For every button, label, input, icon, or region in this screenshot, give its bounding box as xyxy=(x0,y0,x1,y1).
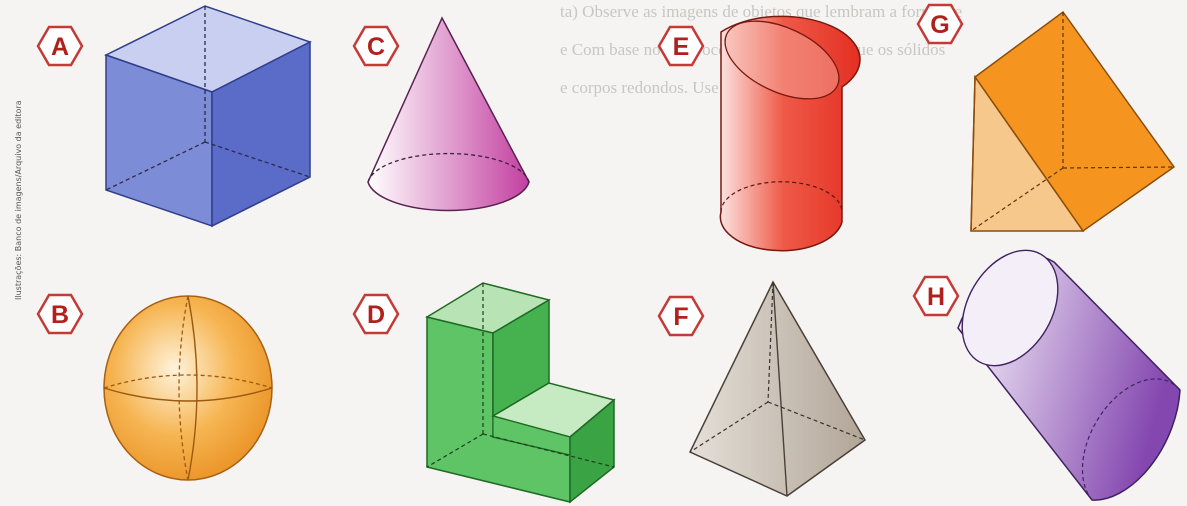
triangular-prism-shape xyxy=(970,10,1176,233)
label-h: H xyxy=(912,275,960,317)
svg-text:D: D xyxy=(367,301,385,329)
svg-text:A: A xyxy=(51,33,69,61)
label-e: E xyxy=(657,25,705,67)
label-c: C xyxy=(352,25,400,67)
l-prism-shape xyxy=(425,282,616,504)
oblique-cylinder-red-shape xyxy=(719,15,861,252)
label-a: A xyxy=(36,25,84,67)
svg-text:E: E xyxy=(673,33,690,61)
pyramid-shape xyxy=(688,280,866,497)
svg-text:B: B xyxy=(51,301,69,329)
svg-text:G: G xyxy=(930,11,949,39)
label-d: D xyxy=(352,293,400,335)
svg-text:F: F xyxy=(673,303,688,331)
cylinder-purple-shape xyxy=(957,249,1181,501)
sphere-shape xyxy=(103,295,273,481)
svg-text:H: H xyxy=(927,283,945,311)
cone-shape xyxy=(367,16,530,212)
label-f: F xyxy=(657,295,705,337)
label-b: B xyxy=(36,293,84,335)
background-text-line-1: ta) Observe as imagens de objetos que le… xyxy=(560,2,963,21)
svg-text:C: C xyxy=(367,33,385,61)
cube-shape xyxy=(104,5,312,228)
label-g: G xyxy=(916,3,964,45)
